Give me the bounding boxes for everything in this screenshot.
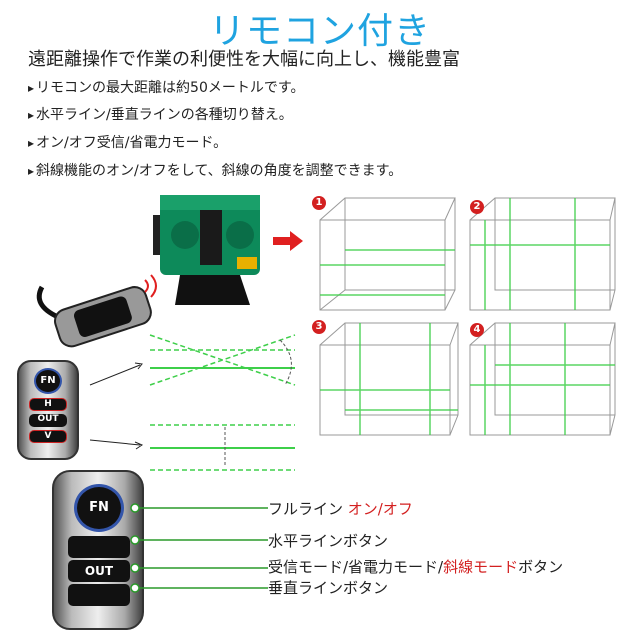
mode-badge-1: 1 <box>312 196 326 210</box>
receive-text: 受信モード/省電力モード/ <box>268 558 444 576</box>
horizontal-line-button[interactable] <box>68 536 130 558</box>
out-button[interactable]: OUT <box>29 414 67 427</box>
remote-large: FN OUT <box>52 470 144 630</box>
mode-badge-3: 3 <box>312 320 326 334</box>
diagonal-mode-text: 斜線モード <box>443 558 519 576</box>
on-off-text: オン/オフ <box>347 500 413 518</box>
bullet: 水平ライン/垂直ラインの各種切り替え。 <box>28 104 293 124</box>
receive-mode-button[interactable]: OUT <box>68 560 130 582</box>
label-horizontal: 水平ラインボタン <box>268 532 389 550</box>
label-receive: 受信モード/省電力モード/斜線モードボタン <box>268 556 563 577</box>
arrow-icon <box>89 364 141 446</box>
bullet: リモコンの最大距離は約50メートルです。 <box>28 77 304 97</box>
label-vertical: 垂直ラインボタン <box>268 579 389 597</box>
arrow-icon <box>273 231 303 251</box>
h-button[interactable]: H <box>29 398 67 411</box>
line-diagrams <box>89 334 296 471</box>
vertical-line-button[interactable] <box>68 584 130 606</box>
full-line-text: フルライン <box>268 500 344 518</box>
laser-level-device <box>153 195 303 305</box>
callout-lines <box>130 503 268 593</box>
page-title: リモコン付き <box>208 11 431 52</box>
small-remote <box>36 274 157 348</box>
v-button[interactable]: V <box>29 430 67 443</box>
subtitle: 遠距離操作で作業の利便性を大幅に向上し、機能豊富 <box>28 49 460 70</box>
bullet: オン/オフ受信/省電力モード。 <box>28 132 227 152</box>
button-text: ボタン <box>518 558 564 576</box>
label-full-line: フルライン オン/オフ <box>268 498 413 519</box>
signal-icon <box>144 274 157 298</box>
line-mode-diagrams <box>319 197 616 436</box>
mode-badge-2: 2 <box>470 200 484 214</box>
mode-badge-4: 4 <box>470 323 484 337</box>
fn-button[interactable]: FN <box>34 368 62 394</box>
full-line-button[interactable]: FN <box>74 484 124 532</box>
remote-closeup: FN H OUT V <box>17 360 79 460</box>
bullet: 斜線機能のオン/オフをして、斜線の角度を調整できます。 <box>28 160 402 180</box>
